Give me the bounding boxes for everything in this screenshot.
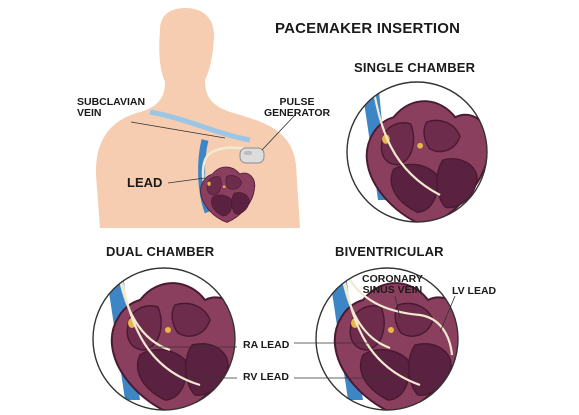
pulse-generator-device: [239, 147, 265, 164]
ra-lead-label: RA LEAD: [243, 339, 290, 351]
lv-lead-pointer: [439, 295, 456, 333]
coronary-pointer: [394, 295, 401, 319]
diagram-title: PACEMAKER INSERTION: [275, 20, 461, 37]
coronary-label-line1: CORONARY: [362, 273, 423, 285]
pulse-label-line1: PULSE: [279, 96, 315, 108]
pulse-label-line2: GENERATOR: [264, 107, 331, 120]
single-chamber-illustration: [346, 81, 488, 223]
biventricular-illustration: [315, 267, 459, 411]
biventricular-heading: BIVENTRICULAR: [335, 244, 444, 259]
rv-lead-label: RV LEAD: [243, 371, 289, 383]
dual-chamber-heading: DUAL CHAMBER: [106, 244, 215, 259]
subclavian-label-line1: SUBCLAVIAN: [77, 96, 146, 108]
dual-chamber-illustration: [92, 267, 236, 411]
pulse-generator-label: PULSE GENERATOR: [264, 96, 331, 120]
single-chamber-heading: SINGLE CHAMBER: [354, 60, 476, 75]
coronary-sinus-vein-label: CORONARY SINUS VEIN: [362, 273, 423, 297]
lv-lead-label: LV LEAD: [452, 285, 497, 297]
coronary-label-line2: SINUS VEIN: [362, 284, 423, 297]
lead-pointer: [167, 177, 206, 184]
body-silhouette: [95, 8, 300, 228]
subclavian-pointer: [130, 121, 226, 139]
subclavian-vein-label: SUBCLAVIAN VEIN: [77, 96, 146, 120]
pulse-pointer: [261, 114, 296, 151]
subclavian-label-line2: VEIN: [77, 107, 102, 120]
lead-label: LEAD: [127, 175, 163, 190]
